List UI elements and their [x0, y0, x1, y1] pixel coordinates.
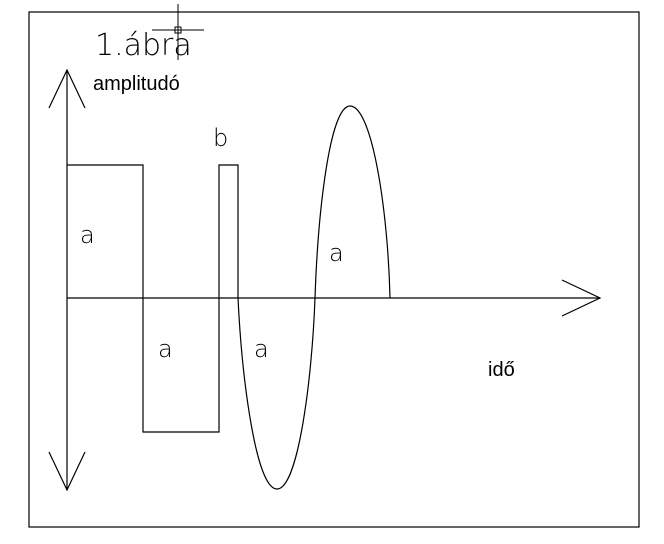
waveform [67, 105, 391, 490]
x-axis-label: idő [488, 359, 515, 381]
x-axis [67, 279, 602, 317]
segment-label-4: a [254, 335, 269, 363]
segment-label-2: a [158, 335, 173, 363]
segment-label-5: a [329, 239, 344, 267]
y-axis [48, 68, 86, 492]
crosshair-cursor-icon [152, 4, 204, 60]
y-axis-label: amplitudó [93, 73, 180, 95]
diagram-frame [28, 11, 640, 528]
figure-title: 1.ábra [95, 28, 192, 63]
pulse-positive-a [67, 164, 144, 298]
segment-label-1: a [80, 221, 95, 249]
segment-label-3: b [213, 124, 228, 152]
sine-negative-lobe [237, 297, 316, 490]
pulse-negative-a [142, 298, 220, 433]
pulse-narrow-b [218, 164, 239, 298]
sine-positive-lobe [314, 105, 391, 299]
